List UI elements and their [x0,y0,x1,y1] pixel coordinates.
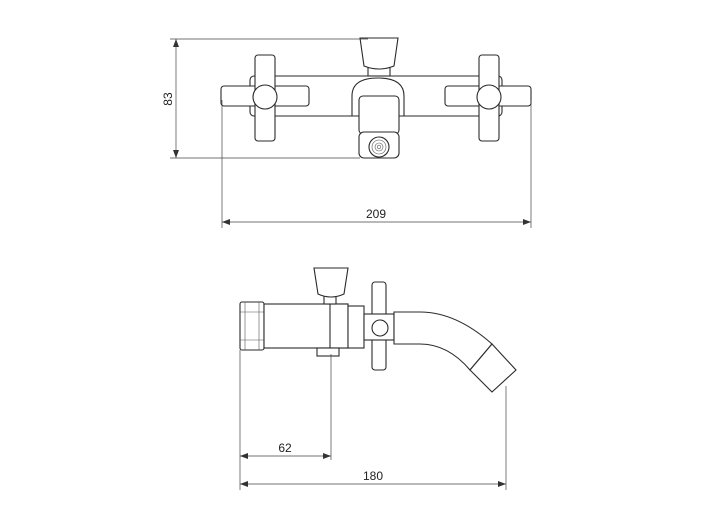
diverter-knob [359,37,399,77]
total-depth-dimension-label: 180 [363,469,383,483]
height-dimension-label: 83 [161,92,175,106]
diverter-knob-side [313,267,349,305]
side-view: 62 180 [239,267,517,490]
front-view: 83 209 [161,37,532,228]
wall-nut [239,301,265,351]
body-depth-dimension-label: 62 [278,441,292,455]
total-depth-dimension: 180 [240,386,507,490]
left-cross-handle [220,54,310,142]
body-collar [329,303,349,349]
width-dimension: 209 [221,100,532,228]
cross-handle-side [347,281,395,371]
height-dimension: 83 [161,38,368,159]
body-depth-dimension: 62 [239,350,332,490]
width-dimension-label: 209 [366,207,386,221]
spout-side [393,311,517,393]
bottom-stub [316,347,340,357]
spout-front [351,77,405,159]
right-cross-handle [444,54,532,142]
